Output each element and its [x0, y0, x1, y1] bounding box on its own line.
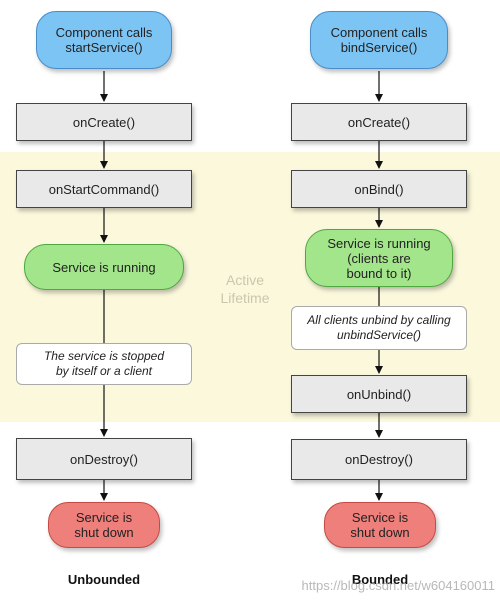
service-shut-down-node-right: Service is shut down	[324, 502, 436, 548]
on-unbind-node: onUnbind()	[291, 375, 467, 413]
unbounded-label: Unbounded	[67, 572, 141, 587]
service-shut-down-node-left: Service is shut down	[48, 502, 160, 548]
on-create-node-left: onCreate()	[16, 103, 192, 141]
watermark: https://blog.csdn.net/w604160011	[301, 578, 495, 593]
on-destroy-node-left: onDestroy()	[16, 438, 192, 480]
service-running-node-right: Service is running (clients are bound to…	[305, 229, 453, 287]
service-running-node-left: Service is running	[24, 244, 184, 290]
clients-unbind-note: All clients unbind by calling unbindServ…	[291, 306, 467, 350]
on-destroy-node-right: onDestroy()	[291, 439, 467, 480]
service-stopped-note: The service is stopped by itself or a cl…	[16, 343, 192, 385]
bind-service-node: Component calls bindService()	[310, 11, 448, 69]
on-bind-node: onBind()	[291, 170, 467, 208]
active-lifetime-label: Active Lifetime	[220, 272, 270, 306]
start-service-node: Component calls startService()	[36, 11, 172, 69]
on-create-node-right: onCreate()	[291, 103, 467, 141]
bounded-label: Bounded	[351, 572, 409, 587]
on-start-command-node: onStartCommand()	[16, 170, 192, 208]
